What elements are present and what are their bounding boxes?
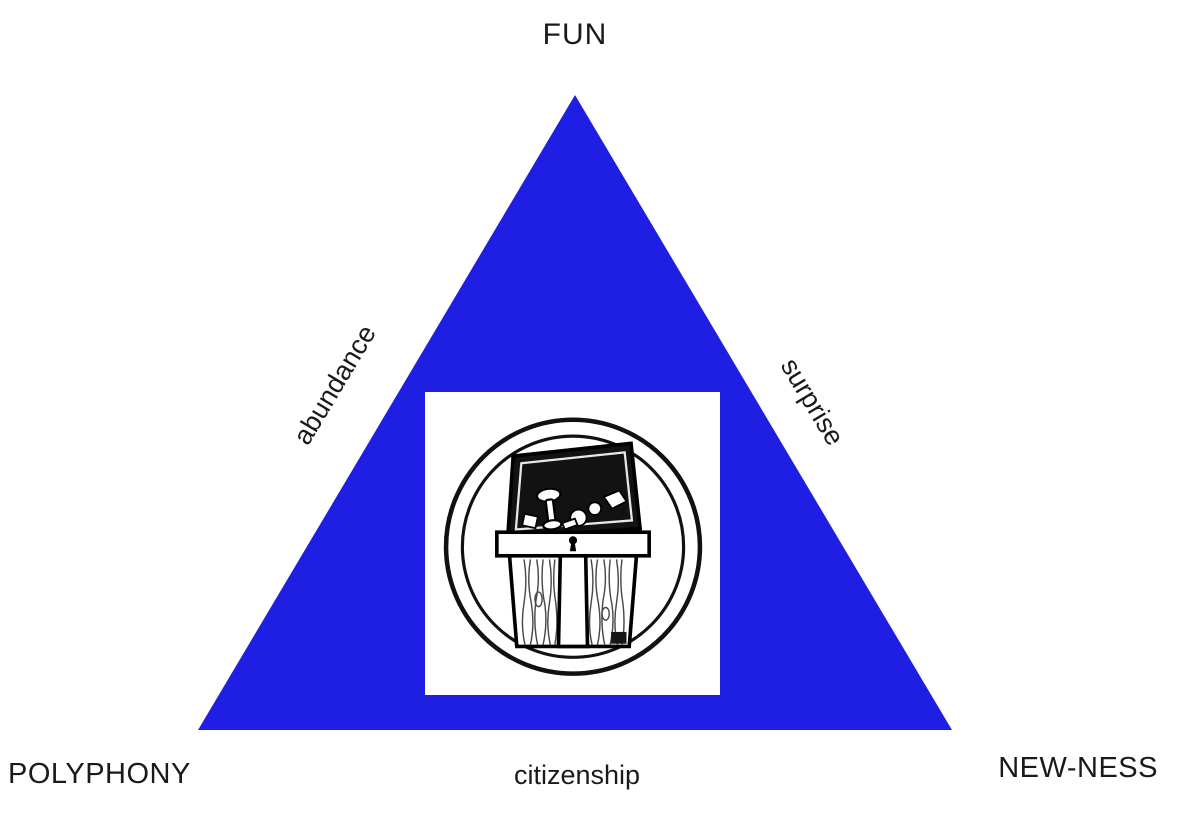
vertex-label-newness: NEW-NESS (998, 752, 1158, 784)
center-image-panel (425, 392, 720, 695)
vertex-label-polyphony: POLYPHONY (8, 758, 191, 790)
vertex-label-fun: FUN (542, 18, 608, 51)
edge-label-citizenship: citizenship (513, 760, 641, 790)
treasure-chest-icon (443, 417, 702, 676)
